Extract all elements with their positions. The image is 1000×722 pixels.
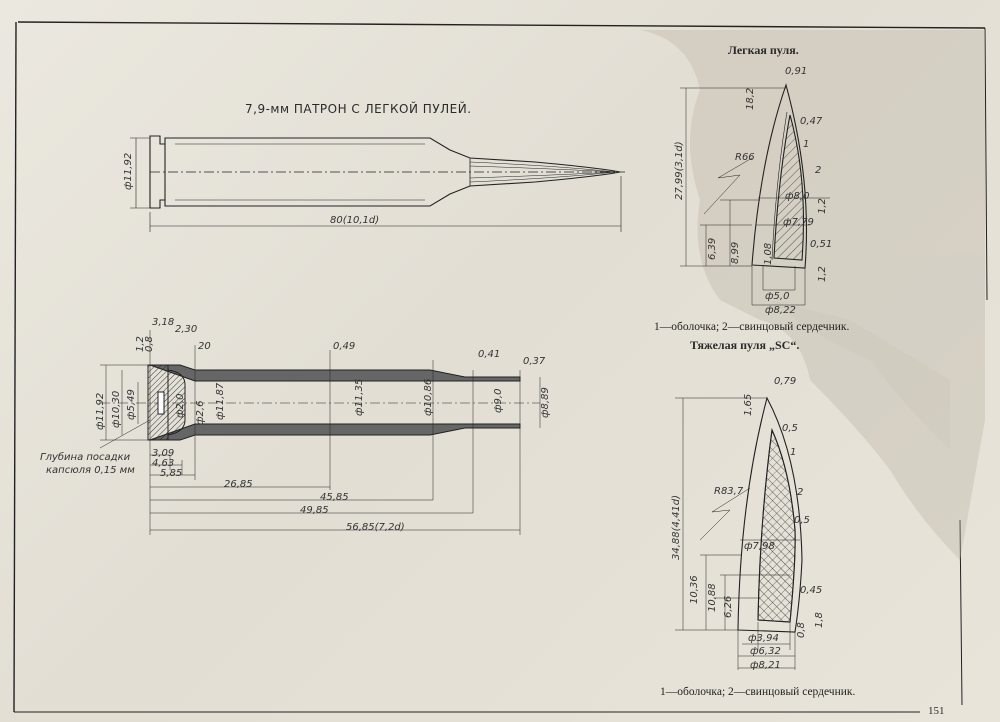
case-section: [99, 330, 541, 535]
heavy-bullet-title: Тяжелая пуля „SC“.: [690, 338, 800, 352]
lb-jacket: 0,47: [800, 116, 823, 127]
primer-note-line1: Глубина посадки: [40, 452, 131, 463]
dim-d1187: ф11,87: [215, 382, 226, 420]
lb-nose: 18,2: [745, 87, 756, 110]
dim-d1135: ф11,35: [354, 378, 365, 416]
lb-ref1: 1: [803, 139, 810, 150]
dim-463: 4,63: [152, 458, 175, 469]
cartridge-title: 7,9-мм ПАТРОН С ЛЕГКОЙ ПУЛЕЙ.: [245, 102, 472, 116]
cartridge-diameter: ф11,92: [123, 152, 134, 190]
dim-d889: ф8,89: [540, 387, 551, 418]
light-bullet: [680, 83, 830, 306]
hb-j05a: 0,5: [782, 423, 798, 434]
hb-l1036: 10,36: [689, 575, 700, 604]
dim-049: 0,49: [333, 341, 356, 352]
lb-base-h: 1,2: [817, 198, 828, 214]
lb-l639: 6,39: [707, 237, 718, 260]
lb-d779: ф7,79: [783, 217, 814, 228]
lb-side12: 1,2: [817, 266, 828, 282]
dim-d549: ф5,49: [126, 389, 137, 420]
full-cartridge: [130, 135, 625, 232]
cartridge-length: 80(10,1d): [330, 215, 380, 226]
dim-d1192: ф11,92: [95, 392, 106, 430]
dim-2685: 26,85: [224, 479, 253, 490]
page-number: 151: [928, 705, 945, 717]
primer-note-line2: капсюля 0,15 мм: [46, 465, 135, 476]
hb-d821: ф8,21: [750, 660, 781, 671]
dim-d1030: ф10,30: [111, 390, 122, 428]
lb-radius: R66: [735, 152, 755, 163]
hb-nose: 1,65: [743, 393, 754, 416]
dim-5685: 56,85(7,2d): [346, 522, 405, 533]
dim-037: 0,37: [523, 356, 546, 367]
hb-j05b: 0,5: [794, 515, 810, 526]
dim-230: 2,30: [175, 324, 198, 335]
dim-d90: ф9,0: [493, 388, 504, 413]
lb-l108: 1,08: [763, 242, 774, 265]
hb-j045: 0,45: [800, 585, 823, 596]
hb-d798: ф7,98: [744, 541, 775, 552]
dim-4585: 45,85: [320, 492, 349, 503]
hb-base: 0,8: [796, 622, 807, 638]
hb-l1088: 10,88: [707, 583, 718, 612]
lb-d50: ф5,0: [765, 291, 790, 302]
dim-585: 5,85: [160, 468, 183, 479]
lb-length: 27,99(3,1d): [674, 141, 685, 200]
dim-d20: ф2,0: [175, 393, 186, 418]
dim-20deg: 20: [198, 341, 211, 352]
water-stain: [640, 30, 985, 560]
lb-jacket2: 0,51: [810, 239, 833, 250]
hb-base2: 1,8: [814, 612, 825, 628]
light-bullet-caption: 1—оболочка; 2—свинцовый сердечник.: [654, 321, 850, 333]
dim-d26: ф2,6: [195, 400, 206, 425]
hb-d394: ф3,94: [748, 633, 779, 644]
hb-length: 34,88(4,41d): [671, 494, 682, 560]
dim-041: 0,41: [478, 349, 501, 360]
dim-d1086: ф10,86: [423, 378, 434, 416]
lb-d822: ф8,22: [765, 305, 796, 316]
hb-tip: 0,79: [774, 376, 797, 387]
heavy-bullet-caption: 1—оболочка; 2—свинцовый сердечник.: [660, 686, 856, 698]
sheet-border: [13, 21, 988, 713]
dim-4985: 49,85: [300, 505, 329, 516]
dim-318: 3,18: [152, 317, 175, 328]
hb-ref1: 1: [790, 447, 797, 458]
dim-08: 0,8: [144, 336, 155, 352]
dim-309: 3,09: [152, 448, 175, 459]
hb-d632: ф6,32: [750, 646, 781, 657]
hb-l626: 6,26: [723, 595, 734, 618]
lb-l899: 8,99: [730, 241, 741, 264]
heavy-bullet: [675, 396, 803, 670]
lb-tip: 0,91: [785, 66, 808, 77]
hb-ref2: 2: [797, 487, 804, 498]
lb-ref2: 2: [815, 165, 822, 176]
light-bullet-title: Легкая пуля.: [728, 43, 799, 57]
lb-d8: ф8,0: [785, 191, 810, 202]
hb-radius: R83,7: [714, 486, 744, 497]
